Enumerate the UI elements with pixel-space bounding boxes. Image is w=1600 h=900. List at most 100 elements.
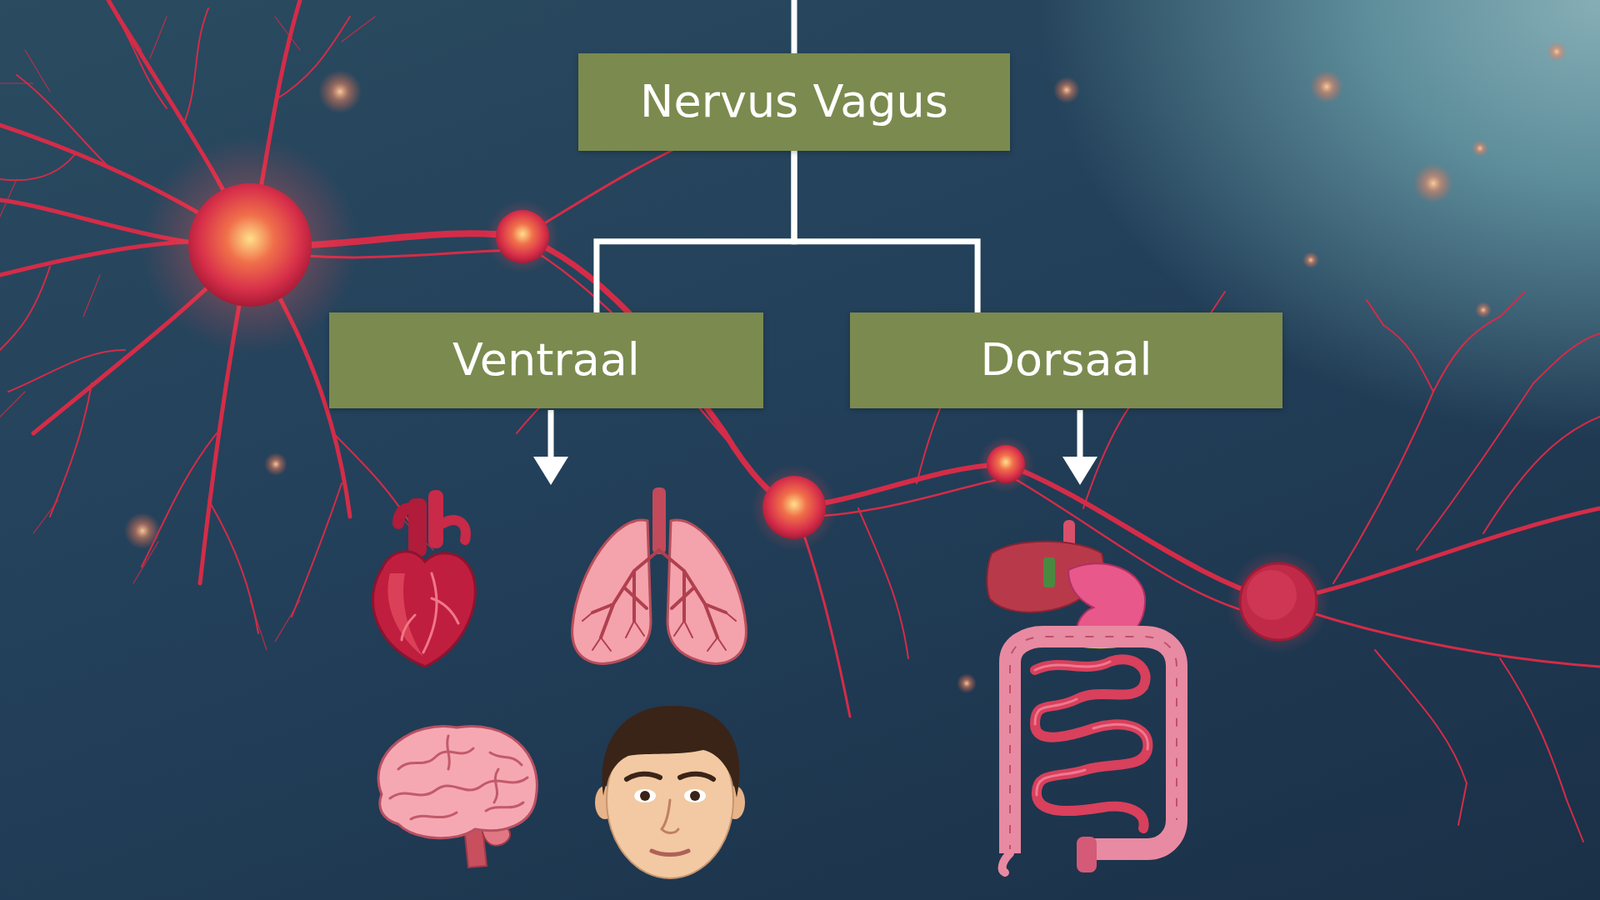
axon-branches-part <box>1416 383 1534 550</box>
axon-branches-part <box>1500 658 1567 800</box>
node-label: Nervus Vagus <box>640 75 949 130</box>
neuron-cells-part <box>141 136 359 354</box>
lungs-icon-part <box>667 520 746 664</box>
digestive-icon-part-part <box>1035 659 1148 829</box>
neuron-cells-part <box>762 475 826 540</box>
heart-icon-part <box>387 573 424 657</box>
brain-icon-part-part <box>398 748 474 770</box>
brain-icon-part <box>390 735 528 820</box>
brain-icon-part <box>378 725 537 838</box>
face-icon-part <box>680 774 714 780</box>
neuron-cells-part <box>750 464 838 551</box>
lungs-icon-part <box>572 520 651 664</box>
dendrites-part-part <box>50 383 92 517</box>
dendrites-part-part <box>0 16 167 217</box>
heart-icon-part <box>443 520 466 540</box>
particles-part <box>1475 301 1492 319</box>
heart-icon-part <box>398 508 417 524</box>
neuron-cells-part <box>977 435 1035 493</box>
dendrites-part-part <box>16 75 109 167</box>
brain-icon-part-part <box>490 752 522 765</box>
node-label: Dorsaal <box>980 333 1152 388</box>
brain-icon-part-part <box>485 802 524 811</box>
face-icon-part <box>661 800 679 834</box>
digestive-icon-part <box>1043 557 1055 588</box>
heart-icon-part <box>401 573 459 653</box>
particles-part <box>1053 76 1080 104</box>
neuron-cells-part <box>188 183 312 307</box>
axon-branches-part <box>858 508 909 659</box>
dendrites-part-part <box>0 154 75 180</box>
digestive-icon-part <box>1035 659 1148 829</box>
particles-part <box>1471 140 1489 157</box>
dendrites-part-part <box>141 433 217 567</box>
particles-part <box>124 512 161 550</box>
lungs-icon-part-part <box>659 550 726 638</box>
lungs-icon-part <box>592 550 726 638</box>
brain-icon-part-part <box>494 769 499 803</box>
axon-branches-part <box>1483 416 1600 534</box>
down-arrows <box>533 410 1098 485</box>
dendrites-part-part <box>116 16 167 109</box>
particles-part <box>1413 163 1454 204</box>
digestive-icon-part-part <box>1035 661 1148 795</box>
face-icon-part <box>651 850 689 855</box>
node-label: Ventraal <box>452 333 640 388</box>
face-icon-part <box>626 774 660 780</box>
dendrites-part-part <box>291 483 342 617</box>
lungs-icon-part <box>582 612 736 651</box>
heart-icon-part <box>372 551 475 667</box>
axon-branches-part <box>1383 325 1434 392</box>
face-icon-part <box>634 789 656 803</box>
axon-branches-part <box>1533 333 1600 384</box>
dendrites-part-part <box>208 500 259 634</box>
lungs-icon-part-part <box>582 612 645 651</box>
digestive-icon-part <box>1035 661 1148 795</box>
digestive-icon-part <box>1002 853 1010 873</box>
brain-icon-part-part <box>410 812 457 820</box>
face-icon-part <box>684 789 706 803</box>
branch-box: Dorsaal <box>850 312 1283 409</box>
axon-branches <box>516 75 1600 842</box>
down-arrows-part <box>548 410 555 464</box>
axon-branches-part <box>1333 391 1434 584</box>
lungs-icon-part-part <box>674 612 736 651</box>
dendrites-part-part <box>0 266 50 350</box>
dendrites-part-part <box>183 8 209 125</box>
neuron-cells-part <box>495 210 550 264</box>
particles <box>124 41 1567 694</box>
down-arrows-part <box>1077 410 1084 464</box>
digestive-icon-part <box>1010 636 1177 854</box>
digestive-icon <box>986 520 1177 873</box>
dendrites-part-part <box>333 433 417 534</box>
digestive-icon-part <box>1010 636 1177 854</box>
dendrites-part-part <box>0 391 434 650</box>
face-icon <box>595 705 745 879</box>
particles-part <box>264 452 288 476</box>
digestive-icon-part <box>1076 836 1097 873</box>
dendrites-part-part <box>8 350 125 392</box>
axon-branches-part <box>1433 316 1500 392</box>
lungs-icon-part <box>652 487 666 555</box>
particles-part <box>1302 251 1320 269</box>
face-icon-part <box>601 705 740 798</box>
face-icon-part <box>690 790 700 801</box>
tree-connector <box>596 150 795 313</box>
brain-icon-part-part <box>390 777 528 799</box>
particles-part <box>1546 41 1567 62</box>
face-icon-part <box>640 790 650 801</box>
lungs-icon-part-part <box>592 550 660 638</box>
neuron-cells-part <box>1226 550 1330 654</box>
brain-icon-part-part <box>447 735 450 770</box>
lungs-icon <box>572 487 747 664</box>
brain-icon <box>378 725 537 868</box>
particles-part <box>318 70 362 114</box>
axon-branches-part <box>1375 650 1467 784</box>
heart-icon <box>372 490 475 667</box>
lead-line <box>791 0 798 54</box>
down-arrows-part <box>533 456 569 485</box>
particles-part <box>1310 70 1344 104</box>
dendrites-part-part <box>275 16 350 100</box>
neuron-cells-part <box>485 200 560 274</box>
